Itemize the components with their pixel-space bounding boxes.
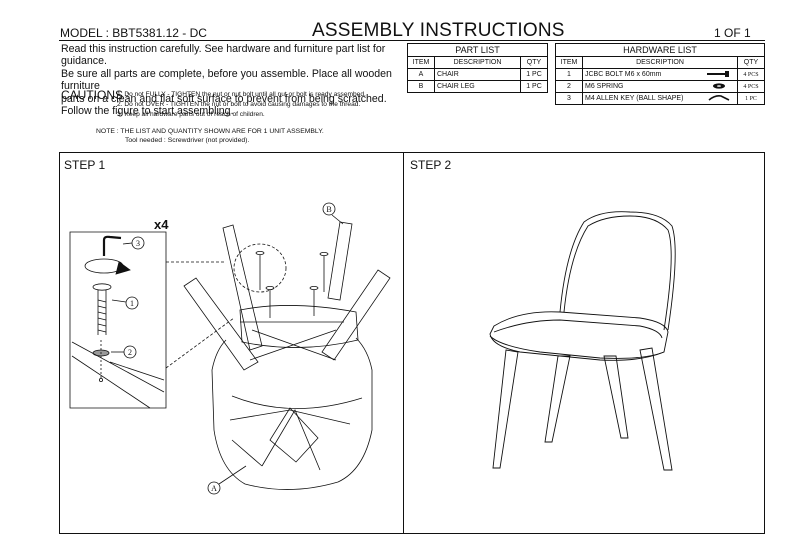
intro-line: parts on a clean and flat soft surface t… (61, 92, 387, 105)
table-row: B CHAIR LEG 1 PC (407, 80, 548, 93)
callout-chair (208, 482, 220, 494)
chair-seat (490, 312, 668, 361)
callout-key (132, 237, 144, 249)
note-line: NOTE : THE LIST AND QUANTITY SHOWN ARE F… (96, 128, 324, 135)
quantity-multiplier: x4 (154, 217, 169, 232)
part-item: B (407, 80, 435, 93)
part-qty: 1 PC (520, 80, 548, 93)
model-number: MODEL : BBT5381.12 - DC (60, 26, 207, 40)
hardware-list-table: HARDWARE LIST ITEM DESCRIPTION QTY 1 JCB… (555, 43, 765, 105)
step1-label: STEP 1 (64, 158, 106, 172)
intro-line: Read this instruction carefully. See har… (61, 43, 386, 68)
callout-spring-text: 2 (128, 348, 132, 357)
callout-key-text: 3 (136, 239, 140, 248)
hw-qty: 1 PC (737, 92, 765, 105)
callout-leg (323, 203, 335, 215)
part-list-table: PART LIST ITEM DESCRIPTION QTY A CHAIR 1… (407, 43, 548, 93)
step2-label: STEP 2 (410, 158, 452, 172)
steps-divider (403, 152, 404, 534)
table-row: A CHAIR 1 PC (407, 68, 548, 81)
detail-circle (234, 244, 286, 292)
header-rule (59, 40, 765, 41)
tool-note: Tool needed : Screwdriver (not provided)… (125, 137, 250, 144)
cautions-label: CAUTIONS : (61, 88, 130, 102)
table-row: 3 M4 ALLEN KEY (BALL SHAPE) 1 PC (555, 92, 765, 105)
caution-item: 1. Do not FULLY - TIGHTEN the nut or nut… (117, 91, 366, 98)
callout-spring (124, 346, 136, 358)
hw-desc: M4 ALLEN KEY (BALL SHAPE) (582, 92, 703, 105)
chair-seat (212, 338, 372, 490)
document-title: ASSEMBLY INSTRUCTIONS (312, 20, 565, 41)
caution-item: 2. Do not OVER - TIGHTEN the nut or bolt… (117, 101, 361, 108)
callout-bolt (126, 297, 138, 309)
callout-chair-text: A (211, 484, 217, 493)
steps-frame (59, 152, 765, 534)
hw-item: 3 (555, 92, 583, 105)
detail-inset (70, 232, 166, 408)
intro-line: Follow the figure to start assembling. (61, 105, 234, 118)
callout-bolt-text: 1 (130, 299, 134, 308)
page-number: 1 OF 1 (714, 26, 751, 40)
chair-backrest (560, 212, 675, 330)
caution-item: 3. Keep all hardware parts out of reach … (117, 111, 265, 118)
intro-line: Be sure all parts are complete, before y… (61, 67, 392, 93)
chair-legs (493, 348, 672, 470)
bolts-group (256, 251, 328, 318)
callout-leg-text: B (326, 205, 331, 214)
allen-key-icon (104, 237, 121, 256)
chair-legs (184, 222, 390, 370)
intro-text: Read this instruction carefully. See har… (61, 43, 406, 117)
